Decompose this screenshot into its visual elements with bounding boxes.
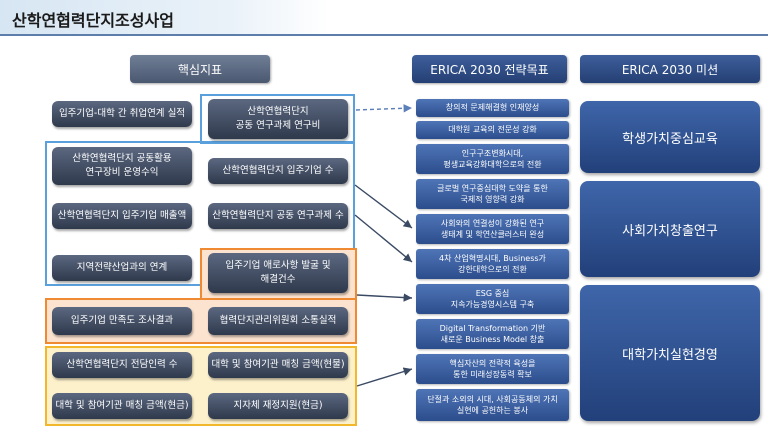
connector-arrow (354, 214, 413, 263)
goal-item: 핵심자산의 전략적 육성을 통한 미래성장동력 확보 (416, 354, 569, 384)
mission-social-research: 사회가치창출연구 (580, 181, 760, 277)
title-divider (0, 34, 768, 36)
indicator-local-gov-support: 지자체 재정지원(현금) (208, 393, 348, 419)
connector-arrow (356, 293, 413, 302)
indicator-joint-research-cost: 산학연협력단지 공동 연구과제 연구비 (208, 99, 348, 139)
header-goals: ERICA 2030 전략목표 (412, 55, 567, 83)
goal-item: Digital Transformation 기반 새로운 Business M… (416, 319, 569, 349)
indicator-equipment-revenue: 산학연협력단지 공동활용 연구장비 운영수익 (52, 147, 192, 185)
connector-arrow (356, 367, 413, 387)
goal-item: 단절과 소외의 시대, 사회공동체의 가치 실현에 공헌하는 봉사 (416, 389, 569, 421)
indicator-difficulties: 입주기업 애로사항 발굴 및 해결건수 (208, 253, 348, 293)
goal-item: 인구구조변화시대, 평생교육강화대학으로의 전환 (416, 144, 569, 174)
mission-university-management: 대학가치실현경영 (580, 285, 760, 421)
goal-item: 글로벌 연구중심대학 도약을 통한 국제적 영향력 강화 (416, 179, 569, 209)
mission-student-education: 학생가치중심교육 (580, 101, 760, 173)
indicator-dedicated-staff: 산학연협력단지 전담인력 수 (52, 352, 192, 378)
indicator-tenant-sales: 산학연협력단지 입주기업 매출액 (52, 203, 192, 229)
header-missions: ERICA 2030 미션 (580, 55, 760, 83)
goal-item: 사회와의 연결성이 강화된 연구 생태계 및 학연산클러스터 완성 (416, 214, 569, 244)
connector-dashed-arrow (355, 104, 413, 113)
goal-item: 창의적 문제해결형 인재양성 (416, 99, 569, 117)
connector-arrow (354, 184, 413, 229)
header-indicators: 핵심지표 (130, 55, 270, 83)
indicator-joint-research-count: 산학연협력단지 공동 연구과제 수 (208, 203, 348, 229)
goal-item: ESG 중심 지속가능경영시스템 구축 (416, 284, 569, 314)
title-bar: 산학연협력단지조성사업 (0, 0, 330, 34)
indicator-regional-link: 지역전략산업과의 연계 (52, 255, 192, 281)
indicator-matching-inkind: 대학 및 참여기관 매칭 금액(현물) (208, 352, 348, 378)
goal-item: 4차 산업혁명시대, Business가 강한대학으로의 전환 (416, 249, 569, 279)
goal-item: 대학원 교육의 전문성 강화 (416, 121, 569, 139)
frame-blue-top (200, 94, 355, 144)
indicator-tenant-count: 산학연협력단지 입주기업 수 (208, 158, 348, 184)
indicator-committee: 협력단지관리위원회 소통실적 (208, 307, 348, 335)
indicator-employment: 입주기업-대학 간 취업연계 실적 (52, 101, 192, 127)
indicator-satisfaction: 입주기업 만족도 조사결과 (52, 307, 192, 335)
indicator-matching-cash: 대학 및 참여기관 매칭 금액(현금) (52, 393, 192, 419)
page-title: 산학연협력단지조성사업 (12, 11, 174, 30)
